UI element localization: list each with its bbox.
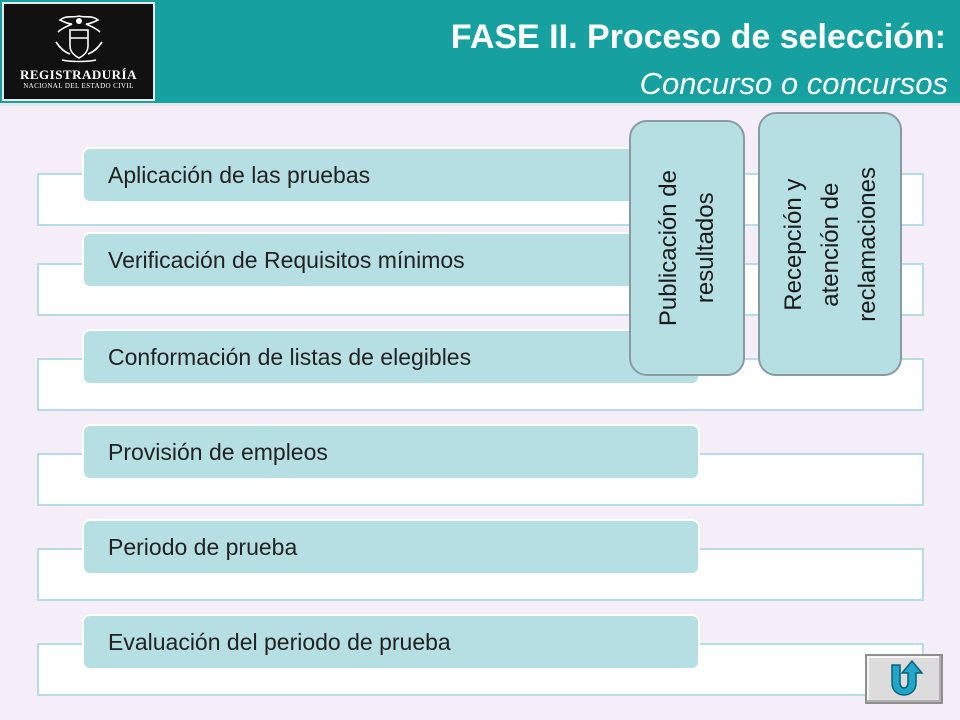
logo-subtitle: NACIONAL DEL ESTADO CIVIL [23,82,134,90]
page-title: FASE II. Proceso de selección: [450,18,946,56]
step-aplicacion-pruebas: Aplicación de las pruebas [82,147,700,203]
recepcion-reclamaciones-text: Recepción y atención de reclamaciones [775,167,886,322]
header-divider [0,103,960,106]
publicacion-line-2: resultados [692,192,719,304]
step-conformacion-listas: Conformación de listas de elegibles [82,329,700,385]
recepcion-line-2: atención de [816,181,844,307]
publicacion-resultados-box: Publicación de resultados [629,120,745,376]
step-periodo-prueba: Periodo de prueba [82,519,700,575]
return-button[interactable] [865,654,943,704]
registraduria-logo: REGISTRADURÍA NACIONAL DEL ESTADO CIVIL [2,2,155,101]
coat-of-arms-icon [54,15,103,63]
header-bar [0,0,960,103]
step-evaluacion-periodo: Evaluación del periodo de prueba [82,614,700,670]
recepcion-reclamaciones-box: Recepción y atención de reclamaciones [758,112,902,376]
recepcion-line-3: reclamaciones [853,166,881,322]
page-subtitle: Concurso o concursos [639,66,948,101]
logo-name: REGISTRADURÍA [19,67,138,82]
return-arrow-icon [891,659,924,696]
step-provision-empleos: Provisión de empleos [82,424,700,480]
step-verificacion-requisitos: Verificación de Requisitos mínimos [82,232,700,288]
publicacion-line-1: Publicación de [655,169,682,327]
recepcion-line-1: Recepción y [779,177,807,311]
publicacion-resultados-text: Publicación de resultados [650,170,724,326]
